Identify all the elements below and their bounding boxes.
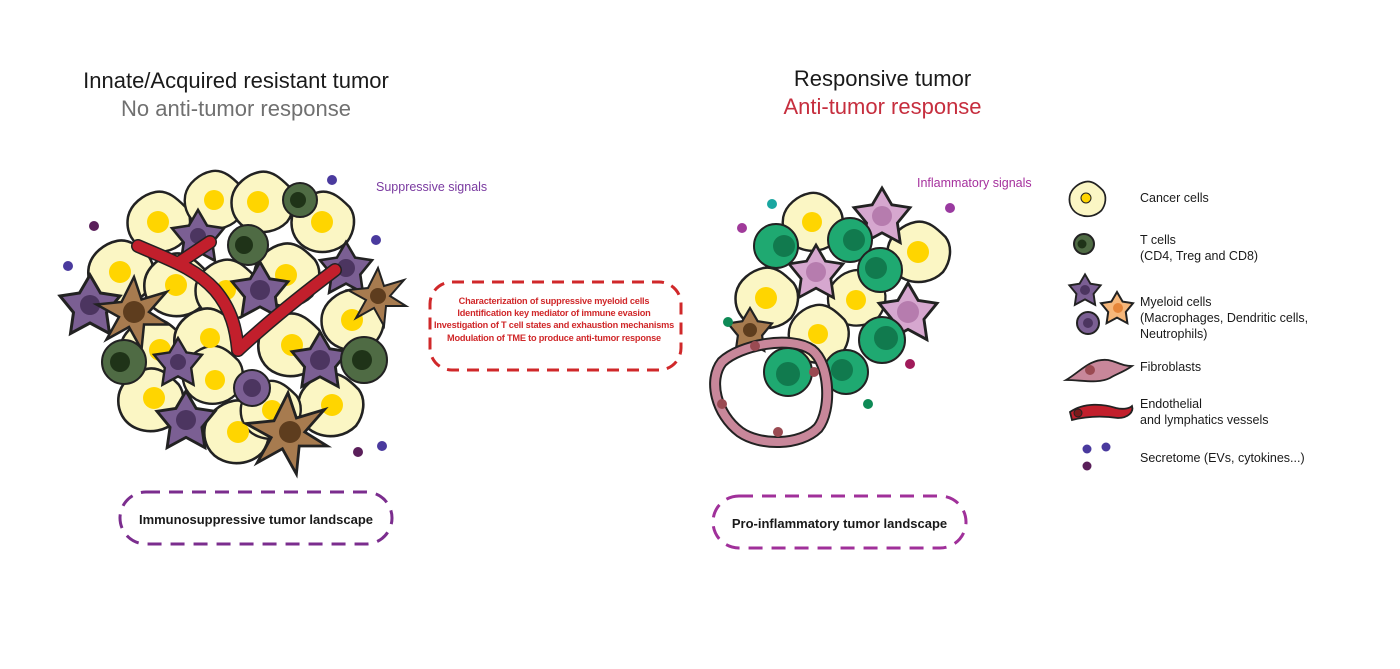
aim-line: Investigation of T cell states and exhau… (434, 320, 674, 331)
legend-cancer-icon (1068, 180, 1107, 218)
legend-fibroblasts-label: Fibroblasts (1140, 360, 1202, 374)
legend-myeloid-sublabel-2: Neutrophils) (1140, 327, 1208, 341)
research-aims-box (428, 280, 683, 372)
legend-cancer-label: Cancer cells (1140, 191, 1209, 205)
legend-vessel-icon (1068, 403, 1134, 422)
legend-myeloid-sublabel-1: (Macrophages, Dendritic cells, (1140, 311, 1309, 325)
aim-line: Identification key mediator of immune ev… (457, 308, 651, 319)
aim-line: Characterization of suppressive myeloid … (458, 296, 650, 306)
responsive-tumor-cluster (709, 186, 955, 448)
suppressive-signals-label: Suppressive signals (376, 180, 488, 194)
legend-endothelial-sublabel: and lymphatics vessels (1140, 413, 1269, 427)
right-landscape-frame (711, 494, 968, 550)
legend-secretome-icon (1082, 442, 1111, 471)
right-landscape-label: Pro-inflammatory tumor landscape (731, 516, 948, 531)
legend-endothelial-label: Endothelial (1140, 397, 1202, 411)
left-panel-subtitle: No anti-tumor response (121, 96, 351, 121)
legend-tcells-label: T cells (1140, 233, 1176, 247)
legend-myeloid-label: Myeloid cells (1140, 295, 1212, 309)
right-panel-title: Responsive tumor (793, 66, 972, 91)
legend-secretome-label: Secretome (EVs, cytokines...) (1140, 451, 1305, 465)
right-panel-subtitle: Anti-tumor response (783, 94, 982, 119)
legend-tcells-sublabel: (CD4, Treg and CD8) (1140, 249, 1259, 263)
resistant-tumor-cluster (58, 169, 407, 476)
left-panel-title: Innate/Acquired resistant tumor (83, 68, 389, 93)
legend-myeloid-icon (1068, 273, 1135, 335)
aim-line: Modulation of TME to produce anti-tumor … (447, 332, 661, 343)
left-landscape-label: Immunosuppressive tumor landscape (138, 512, 374, 527)
legend-tcell-icon (1073, 233, 1095, 255)
inflammatory-signals-label: Inflammatory signals (917, 176, 1032, 190)
legend-fibroblast-icon (1062, 359, 1135, 383)
left-landscape-frame (118, 490, 394, 546)
research-aims-text: Characterization of suppressive myeloid … (425, 295, 683, 344)
